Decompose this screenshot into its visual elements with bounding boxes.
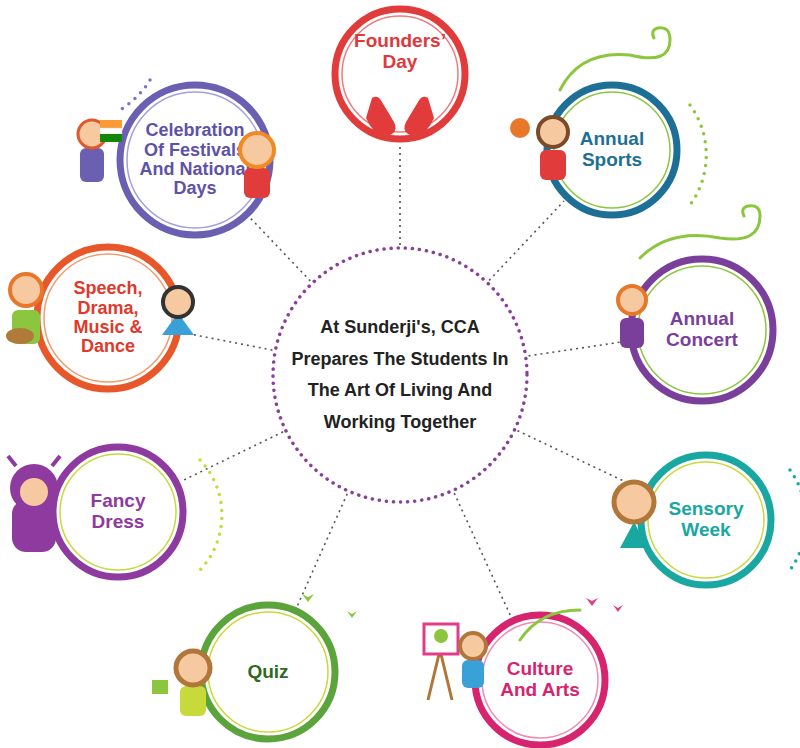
text-holder: At Sunderji's, CCA Prepares The Students… [270,245,530,505]
activity-label: Speech, Drama, Music & Dance [63,279,153,357]
activity-label: Fancy Dress [73,491,163,532]
text-holder: Founders’ Day [330,4,470,144]
activity-circle: Speech, Drama, Music & Dance [32,242,184,394]
activity-circle: Sensory Week [636,450,776,590]
dotted-connector [183,333,273,351]
dotted-connector [181,432,283,482]
activity-circle: Culture And Arts [470,610,610,748]
dotted-connector [399,144,401,245]
child-figure [78,120,122,182]
hub-circle: At Sunderji's, CCA Prepares The Students… [270,245,530,505]
activity-circle: Annual Sports [542,80,682,220]
child-figure [614,482,654,548]
text-holder: Annual Sports [542,80,682,220]
text-holder: Quiz [196,600,340,744]
activity-label: Annual Sports [567,129,657,170]
dotted-arc [120,80,800,570]
activity-label: Culture And Arts [495,659,585,700]
activity-circle: Celebration Of Festivals And National Da… [115,80,275,240]
hands-icon [366,97,434,138]
dotted-connector [517,431,642,490]
circle-outline [330,4,470,144]
easel-figure [424,624,486,700]
dotted-connector [529,341,627,356]
child-figure [240,133,274,198]
activity-circle: Quiz [196,600,340,744]
activity-circle: Annual Concert [626,254,778,406]
dotted-connector [297,494,347,606]
dotted-connector [250,218,310,281]
activity-label: Quiz [223,662,313,683]
butterfly [302,594,623,618]
dotted-connector [454,493,511,616]
activity-circle: Fancy Dress [48,442,188,582]
child-figure [152,651,210,716]
hub-text: At Sunderji's, CCA Prepares The Students… [288,312,513,438]
child-figure [510,117,568,180]
activity-label: Sensory Week [661,499,751,540]
activity-circle: Founders’ Day [330,4,470,144]
activity-label: Founders’ Day [345,31,455,72]
text-holder: Fancy Dress [48,442,188,582]
dotted-connector [489,201,564,280]
activity-label: Annual Concert [655,309,750,350]
child-figure [6,274,42,344]
text-holder: Sensory Week [636,450,776,590]
text-holder: Speech, Drama, Music & Dance [32,242,184,394]
circle-outline [270,245,530,505]
text-holder: Annual Concert [626,254,778,406]
text-holder: Culture And Arts [470,610,610,748]
text-holder: Celebration Of Festivals And National Da… [115,80,275,240]
child-figure [162,287,194,335]
activity-label: Celebration Of Festivals And National Da… [139,121,251,199]
swirl-ornament [520,28,760,640]
child-figure [618,286,646,348]
child-figure [8,456,60,552]
